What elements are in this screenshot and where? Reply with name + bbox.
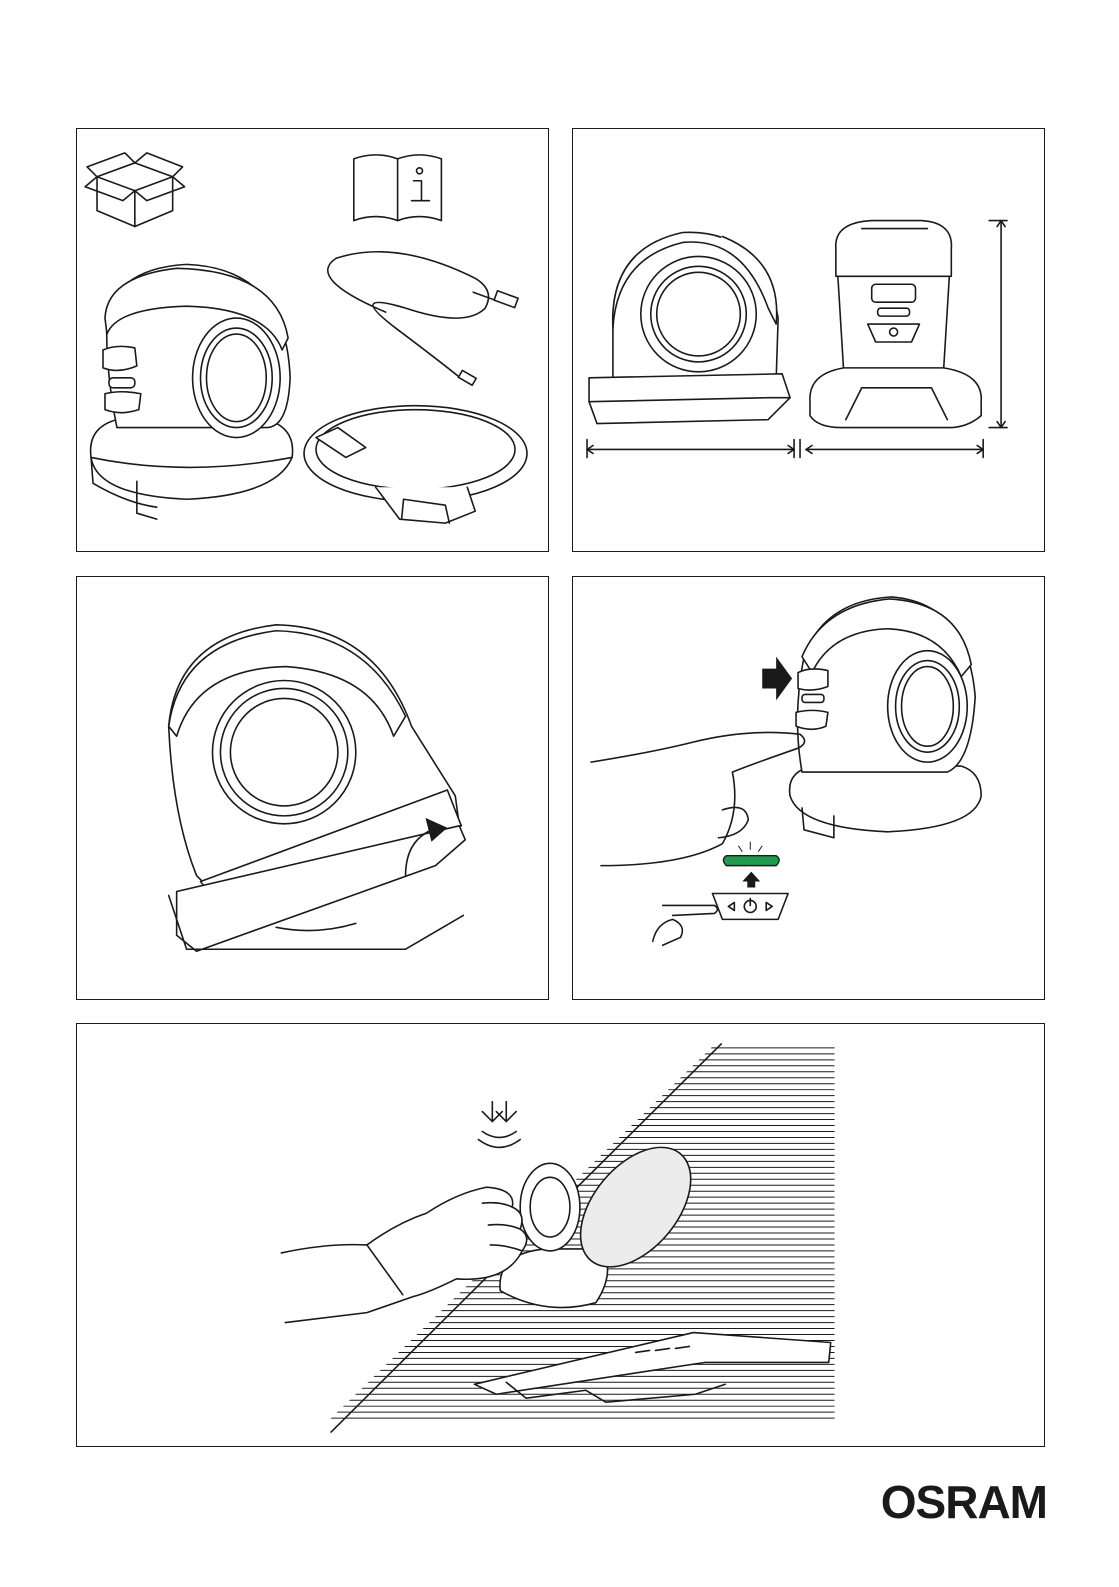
base-ring (304, 406, 527, 523)
height-dimension-arrow (989, 221, 1007, 428)
panel-magnetic-attach (76, 1023, 1045, 1447)
lamp-illustration (790, 597, 982, 838)
hand-holding-lamp (281, 1127, 712, 1323)
lamp-tilted (169, 625, 466, 951)
green-led-indicator (723, 842, 779, 866)
press-arrow-icon (762, 657, 792, 701)
lamp-front-view (810, 221, 981, 428)
press-up-arrow-icon (742, 872, 760, 888)
osram-logo: OSRAM (881, 1479, 1047, 1525)
switch-on-illustration (573, 577, 1044, 999)
depth-dimension-arrow (800, 440, 983, 458)
panel-remove-base (76, 576, 549, 1000)
usb-cable (328, 252, 518, 385)
remove-base-illustration (77, 577, 548, 999)
lamp-side-view (589, 232, 790, 423)
lamp-illustration (91, 264, 293, 519)
width-dimension-arrow (587, 440, 794, 458)
power-button-icon (653, 894, 788, 946)
manual-info-icon (354, 155, 442, 221)
box-icon (85, 153, 185, 227)
package-contents-illustration (77, 129, 548, 551)
panel-package-contents (76, 128, 549, 552)
panel-switch-on (572, 576, 1045, 1000)
panel-dimensions (572, 128, 1045, 552)
magnetic-attach-illustration (77, 1024, 1044, 1446)
dimensions-illustration (573, 129, 1044, 551)
magnet-attach-icon (478, 1102, 520, 1148)
finger (591, 732, 805, 865)
